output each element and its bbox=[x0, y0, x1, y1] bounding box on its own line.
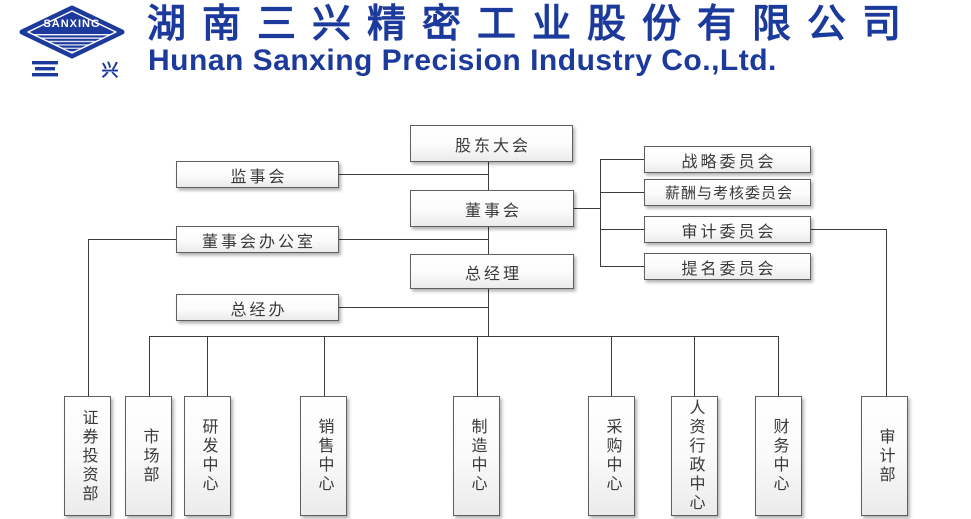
org-node-strategy-committee: 战略委员会 bbox=[644, 146, 811, 173]
connector-line bbox=[694, 336, 695, 396]
org-node-audit-dept: 审计部 bbox=[861, 396, 908, 516]
org-node-marketing-dept: 市场部 bbox=[125, 396, 172, 516]
org-node-shareholders-meeting: 股东大会 bbox=[410, 125, 573, 162]
logo-inner-outline bbox=[27, 10, 117, 54]
org-node-hr-admin-center: 人资行政中心 bbox=[671, 396, 718, 516]
connector-line bbox=[600, 159, 601, 267]
org-node-general-manager: 总经理 bbox=[410, 254, 574, 289]
org-node-label: 董事会办公室 bbox=[201, 233, 316, 251]
connector-line bbox=[149, 336, 779, 337]
org-node-manufacturing-center: 制造中心 bbox=[453, 396, 500, 516]
connector-line bbox=[600, 266, 644, 267]
logo-char-xing: 兴 bbox=[102, 61, 119, 80]
org-node-audit-committee: 审计委员会 bbox=[644, 216, 811, 243]
connector-line bbox=[488, 289, 489, 336]
connector-line bbox=[574, 208, 600, 209]
org-node-label: 总经理 bbox=[464, 265, 522, 283]
connector-line bbox=[488, 162, 489, 190]
org-node-label: 销售中心 bbox=[315, 418, 333, 494]
org-node-board-office: 董事会办公室 bbox=[176, 226, 339, 253]
connector-line bbox=[778, 336, 779, 396]
connector-line bbox=[886, 229, 887, 396]
org-node-remuneration-committee: 薪酬与考核委员会 bbox=[644, 179, 811, 206]
org-node-board-of-directors: 董事会 bbox=[410, 190, 574, 227]
connector-line bbox=[149, 336, 150, 396]
org-node-label: 董事会 bbox=[464, 202, 522, 220]
org-node-label: 薪酬与考核委员会 bbox=[664, 186, 793, 202]
connector-line bbox=[811, 229, 887, 230]
logo-char-san bbox=[32, 61, 58, 77]
connector-line bbox=[611, 336, 612, 396]
connector-line bbox=[324, 336, 325, 396]
connector-line bbox=[477, 336, 478, 396]
company-name-cn: 湖南三兴精密工业股份有限公司 bbox=[147, 3, 918, 46]
org-node-finance-center: 财务中心 bbox=[755, 396, 802, 516]
org-node-label: 市场部 bbox=[140, 427, 158, 485]
org-node-securities-investment-dept: 证券投资部 bbox=[64, 396, 111, 516]
org-node-label: 总经办 bbox=[230, 301, 288, 319]
connector-line bbox=[488, 227, 489, 254]
org-node-label: 监事会 bbox=[230, 168, 288, 186]
org-node-label: 采购中心 bbox=[603, 418, 621, 494]
org-node-procurement-center: 采购中心 bbox=[588, 396, 635, 516]
company-name-en: Hunan Sanxing Precision Industry Co.,Ltd… bbox=[148, 44, 777, 77]
org-node-label: 审计委员会 bbox=[681, 223, 777, 241]
org-node-label: 审计部 bbox=[876, 427, 894, 485]
org-node-label: 人资行政中心 bbox=[686, 399, 704, 513]
org-node-label: 财务中心 bbox=[770, 418, 788, 494]
org-node-label: 提名委员会 bbox=[681, 260, 777, 278]
logo-badge-text: SANXING bbox=[43, 18, 100, 30]
connector-line bbox=[88, 239, 89, 396]
logo-diamond bbox=[19, 5, 125, 59]
org-node-label: 股东大会 bbox=[454, 137, 531, 155]
org-node-label: 证券投资部 bbox=[79, 408, 97, 504]
connector-line bbox=[600, 192, 644, 193]
logo-stripes bbox=[27, 34, 117, 53]
org-node-label: 研发中心 bbox=[199, 418, 217, 494]
connector-line bbox=[339, 307, 488, 308]
connector-line bbox=[339, 174, 488, 175]
connector-line bbox=[600, 159, 644, 160]
connector-line bbox=[88, 239, 176, 240]
org-node-gm-office: 总经办 bbox=[176, 294, 339, 321]
sanxing-logo: SANXING 兴 bbox=[19, 5, 125, 80]
org-node-label: 制造中心 bbox=[468, 418, 486, 494]
connector-line bbox=[339, 239, 488, 240]
org-node-sales-center: 销售中心 bbox=[300, 396, 347, 516]
org-node-rd-center: 研发中心 bbox=[184, 396, 231, 516]
connector-line bbox=[600, 229, 644, 230]
org-node-nomination-committee: 提名委员会 bbox=[644, 253, 811, 280]
org-node-label: 战略委员会 bbox=[681, 153, 777, 171]
org-node-supervisory-board: 监事会 bbox=[176, 161, 339, 188]
connector-line bbox=[207, 336, 208, 396]
